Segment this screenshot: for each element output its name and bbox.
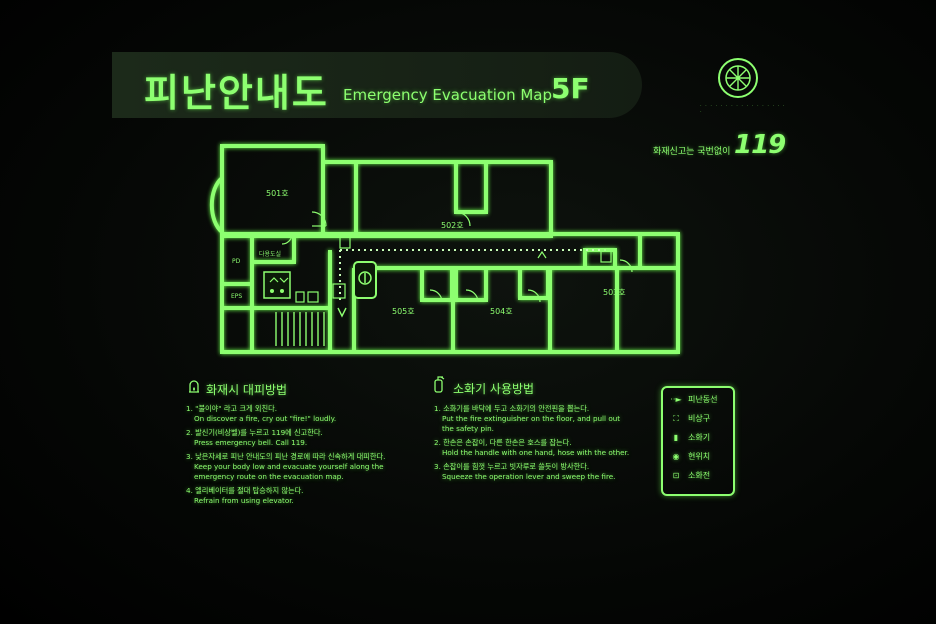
fire-step: 2. 발신기(비상벨)를 누르고 119에 신고한다. Press emerge… xyxy=(186,428,323,447)
pd-label: PD xyxy=(232,258,241,265)
corridor-walls xyxy=(220,232,680,354)
legend-row-extinguisher: ▮ 소화기 xyxy=(669,432,710,443)
multi-room-walls xyxy=(250,232,296,264)
extinguisher-step: 2. 한손은 손잡이, 다른 한손은 호스를 잡는다. Hold the han… xyxy=(434,438,630,457)
extinguisher-icon xyxy=(295,291,305,303)
title-korean: 피난안내도 xyxy=(144,71,329,115)
fire-step: 3. 낮은자세로 피난 안내도의 피난 경로에 따라 신속하게 대피한다. Ke… xyxy=(186,452,386,481)
room-503-label: 503호 xyxy=(603,288,626,297)
you-are-here-icon: ◉ xyxy=(672,452,680,461)
stairs-icon xyxy=(275,312,325,346)
extinguisher-step: 3. 손잡이를 힘껏 누르고 빗자루로 쓸듯이 방사한다. Squeeze th… xyxy=(434,462,616,481)
legend-row-exit: ⛶ 비상구 xyxy=(669,413,710,424)
room-504-label: 504호 xyxy=(490,307,513,316)
hotel-name-small-print: · · · · · · · · · · · · · · · · · · xyxy=(700,103,786,115)
extinguisher-icon: ▮ xyxy=(673,433,679,442)
fire-guide-title: 화재시 대피방법 xyxy=(206,383,288,397)
floor-label: 5F xyxy=(551,72,590,105)
legend-row-hydrant: ⊡ 소화전 xyxy=(669,470,710,481)
room-502-label: 502호 xyxy=(441,221,464,230)
fire-guide-steps: 1. "불이야" 라고 크게 외친다. On discover a fire, … xyxy=(186,404,394,510)
extinguisher-guide-icon xyxy=(434,376,445,393)
eps-label: EPS xyxy=(231,293,242,300)
fire-report-text: 화재신고는 국번없이 xyxy=(653,147,731,157)
hotel-logo-icon xyxy=(718,58,758,98)
fire-alarm-icon xyxy=(189,380,199,393)
evacuation-route-icon: ··► xyxy=(670,395,682,404)
fire-step: 4. 엘리베이터를 절대 탑승하지 않는다. Refrain from usin… xyxy=(186,486,304,505)
title-english: Emergency Evacuation Map xyxy=(343,86,553,104)
legend-box: ··► 피난동선 ⛶ 비상구 ▮ 소화기 ◉ 현위치 ⊡ 소화전 xyxy=(661,386,735,496)
legend-row-you-are-here: ◉ 현위치 xyxy=(669,451,711,462)
extinguisher-guide-title: 소화기 사용방법 xyxy=(453,382,535,396)
bay-window xyxy=(209,176,224,234)
fire-report-number: 119 xyxy=(734,130,786,160)
extinguisher-step: 1. 소화기를 바닥에 두고 소화기의 안전핀을 뽑는다. Put the fi… xyxy=(434,404,621,433)
hydrant-icon: ⊡ xyxy=(672,471,680,480)
hydrant-icon xyxy=(307,291,319,303)
emergency-exit-icon: ⛶ xyxy=(673,413,679,423)
header-band xyxy=(112,52,642,118)
extinguisher-guide-steps: 1. 소화기를 바닥에 두고 소화기의 안전핀을 뽑는다. Put the fi… xyxy=(434,404,629,486)
multi-room-label: 다용도실 xyxy=(259,250,281,258)
legend-row-route: ··► 피난동선 xyxy=(670,395,718,404)
elevator-icon xyxy=(263,271,291,299)
fire-step: 1. "불이야" 라고 크게 외친다. On discover a fire, … xyxy=(186,404,337,423)
room-501-label: 501호 xyxy=(266,189,289,198)
emergency-exit-icon xyxy=(332,283,346,299)
room-505-label: 505호 xyxy=(392,307,415,316)
